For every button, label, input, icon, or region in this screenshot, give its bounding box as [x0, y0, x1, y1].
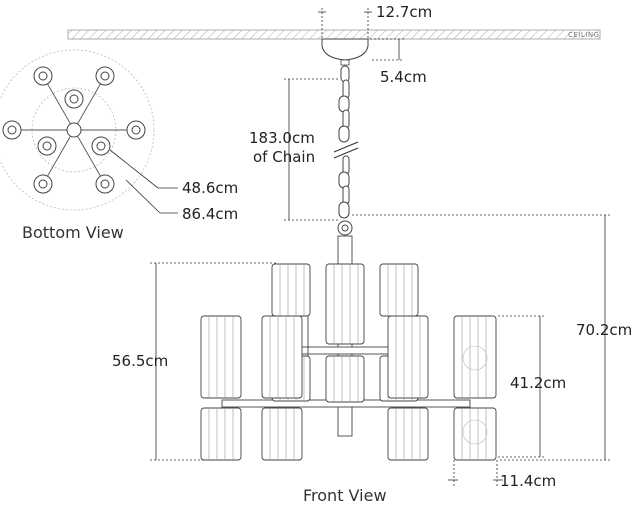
- ceiling-label: CEILING: [568, 31, 600, 39]
- lower-height-label: 41.2cm: [510, 374, 566, 392]
- overall-height-label: 70.2cm: [576, 321, 632, 339]
- canopy-width-dim: [318, 8, 372, 38]
- shade-width-dim: [448, 460, 503, 486]
- upper-height-label: 56.5cm: [112, 352, 168, 370]
- ceiling: CEILING: [67, 29, 601, 40]
- lower-shade-4: [453, 315, 497, 461]
- overall-height-dim: [352, 214, 612, 461]
- lower-shade-1: [200, 315, 242, 461]
- chain: [333, 65, 359, 236]
- bottom-view: [0, 49, 178, 214]
- chain-length-label: 183.0cm: [249, 129, 315, 147]
- chain-note-label: of Chain: [253, 148, 315, 166]
- upper-height-dim: [150, 262, 276, 461]
- canopy: [321, 38, 369, 66]
- outer-diameter-label: 86.4cm: [182, 205, 238, 223]
- front-view-caption: Front View: [303, 486, 387, 505]
- upper-shade-center: [325, 263, 365, 403]
- canopy-height-dim: [370, 38, 404, 61]
- bottom-view-caption: Bottom View: [22, 223, 124, 242]
- canopy-width-label: 12.7cm: [376, 3, 432, 21]
- lower-shade-2: [261, 315, 303, 461]
- canopy-height-label: 5.4cm: [380, 68, 427, 86]
- inner-diameter-label: 48.6cm: [182, 179, 238, 197]
- lower-height-dim: [498, 315, 546, 458]
- front-view-fixture: [200, 235, 497, 461]
- chain-length-dim: [284, 78, 340, 221]
- lower-shade-3: [387, 315, 429, 461]
- shade-width-label: 11.4cm: [500, 472, 556, 490]
